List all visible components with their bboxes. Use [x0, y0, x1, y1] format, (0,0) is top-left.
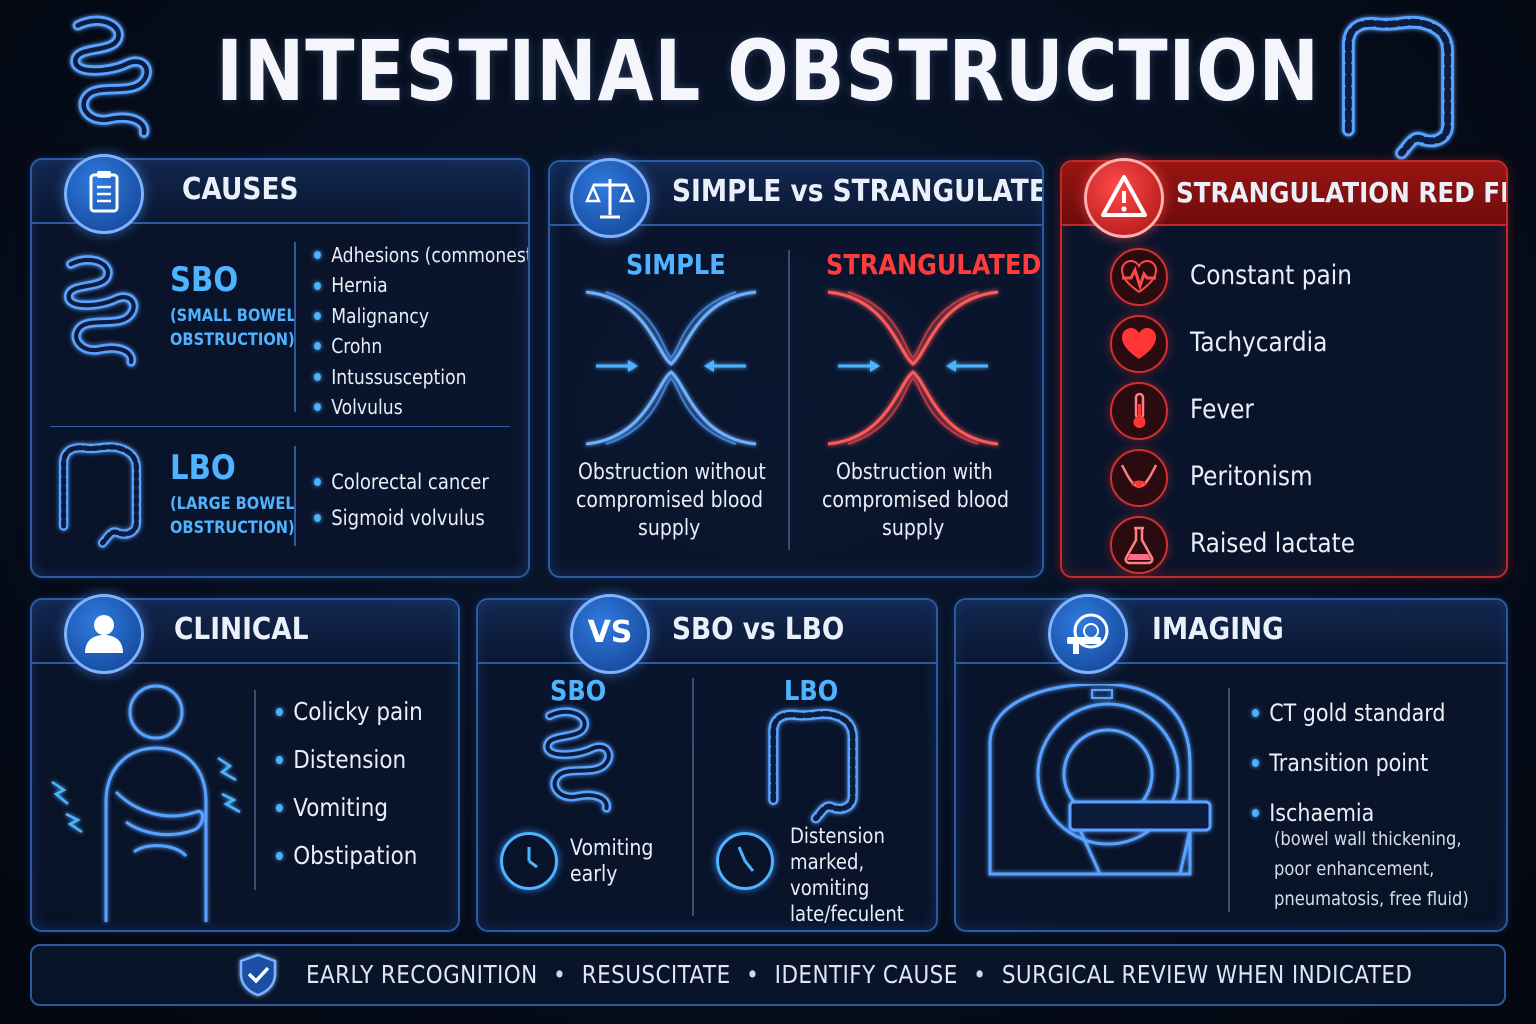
- causes-heading: CAUSES: [182, 172, 299, 207]
- lbo-line4: late/feculent: [790, 902, 904, 926]
- clinical-feature-item: Colicky pain: [276, 688, 423, 736]
- warning-triangle-icon: [1084, 158, 1164, 238]
- footer-separator: •: [746, 960, 760, 989]
- sbo-vs-lbo-heading: SBO vs LBO: [672, 612, 845, 647]
- sbo-vomiting-line2: early: [570, 862, 618, 887]
- simple-desc-line3: supply: [638, 516, 701, 541]
- strangulated-label: STRANGULATED: [826, 248, 1042, 281]
- footer-item: EARLY RECOGNITION: [306, 960, 538, 989]
- imaging-feature-item: CT gold standard: [1252, 688, 1445, 738]
- lbo-full-line1: (LARGE BOWEL: [170, 494, 295, 514]
- lbo-line1: Distension: [790, 824, 885, 848]
- imaging-heading: IMAGING: [1152, 612, 1284, 647]
- ct-scanner-illustration: [988, 684, 1212, 876]
- strangulated-obstruction-illustration: [827, 290, 999, 446]
- sbo-cause-item: Adhesions (commonest): [314, 240, 528, 270]
- flask-icon: [1110, 516, 1168, 574]
- ischaemia-detail-line1: (bowel wall thickening,: [1274, 828, 1462, 850]
- footer-separator: •: [973, 960, 987, 989]
- sbo-label: SBO: [170, 260, 239, 300]
- shield-check-icon: [236, 952, 280, 998]
- clinical-heading: CLINICAL: [174, 612, 309, 647]
- compare-sbo-label: SBO: [550, 674, 607, 707]
- lbo-label: LBO: [170, 448, 236, 488]
- sbo-cause-item: Hernia: [314, 270, 528, 300]
- lbo-cause-item: Sigmoid volvulus: [314, 500, 489, 536]
- lbo-cause-item: Colorectal cancer: [314, 464, 489, 500]
- red-flags-heading: STRANGULATION RED FLAGS: [1176, 176, 1506, 209]
- footer-message: EARLY RECOGNITION • RESUSCITATE • IDENTIFY C…: [306, 960, 1412, 989]
- small-bowel-illustration: [50, 250, 154, 374]
- lbo-line3: vomiting: [790, 876, 870, 900]
- scales-icon: [570, 158, 650, 238]
- person-icon: [64, 594, 144, 674]
- sbo-bowel-illustration: [514, 706, 644, 816]
- strangulated-desc-line1: Obstruction with: [836, 460, 993, 485]
- ischaemia-detail-line3: pneumatosis, free fluid): [1274, 888, 1469, 910]
- heart-icon: [1110, 315, 1168, 373]
- sbo-full-line1: (SMALL BOWEL: [170, 306, 296, 326]
- ischaemia-detail-line2: poor enhancement,: [1274, 858, 1435, 880]
- imaging-feature-item: Ischaemia: [1252, 788, 1445, 838]
- red-flag-label: Peritonism: [1190, 461, 1313, 492]
- simple-desc-line2: compromised blood: [576, 488, 763, 513]
- lbo-full-line2: OBSTRUCTION): [170, 518, 295, 538]
- pulse-icon: [1110, 248, 1168, 306]
- compare-lbo-label: LBO: [784, 674, 839, 707]
- sbo-vomiting-line1: Vomiting: [570, 836, 654, 861]
- sbo-full-line2: OBSTRUCTION): [170, 330, 295, 350]
- red-flag-label: Raised lactate: [1190, 528, 1355, 559]
- clock-icon: [716, 832, 774, 890]
- clinical-feature-item: Distension: [276, 736, 423, 784]
- small-intestine-illustration: [52, 14, 172, 142]
- strangulated-desc-line2: compromised blood: [822, 488, 1009, 513]
- red-flag-label: Constant pain: [1190, 260, 1352, 291]
- abdomen-icon: [1110, 449, 1168, 507]
- clinical-feature-item: Obstipation: [276, 832, 423, 880]
- clock-icon: [500, 832, 558, 890]
- simple-label: SIMPLE: [626, 248, 726, 281]
- strangulated-desc-line3: supply: [882, 516, 945, 541]
- sbo-cause-item: Crohn: [314, 331, 528, 361]
- footer-item: SURGICAL REVIEW WHEN INDICATED: [1001, 960, 1413, 989]
- patient-abdominal-pain-illustration: [51, 684, 241, 922]
- footer-item: IDENTIFY CAUSE: [774, 960, 958, 989]
- sbo-cause-item: Volvulus: [314, 392, 528, 422]
- page-title: INTESTINAL OBSTRUCTION: [216, 22, 1320, 120]
- large-intestine-illustration: [1318, 10, 1478, 160]
- thermometer-icon: [1110, 382, 1168, 440]
- simple-obstruction-illustration: [585, 290, 757, 446]
- footer-item: RESUSCITATE: [581, 960, 731, 989]
- imaging-feature-item: Transition point: [1252, 738, 1445, 788]
- clipboard-icon: [64, 154, 144, 234]
- red-flag-label: Fever: [1190, 394, 1254, 425]
- vs-badge: VS: [570, 594, 650, 674]
- sbo-cause-item: Malignancy: [314, 301, 528, 331]
- ct-scanner-icon: [1048, 594, 1128, 674]
- large-bowel-illustration: [46, 438, 154, 548]
- lbo-line2: marked,: [790, 850, 865, 874]
- simple-vs-strangulated-heading: SIMPLE vs STRANGULATED: [672, 174, 1044, 209]
- sbo-vs-lbo-panel: SBO vs LBO SBO LBO Vomiting early Disten…: [476, 598, 938, 932]
- red-flag-label: Tachycardia: [1190, 327, 1328, 358]
- clinical-feature-item: Vomiting: [276, 784, 423, 832]
- footer-separator: •: [553, 960, 567, 989]
- lbo-bowel-illustration: [732, 704, 894, 824]
- footer-bar: EARLY RECOGNITION • RESUSCITATE • IDENTIFY C…: [30, 944, 1506, 1006]
- sbo-cause-item: Intussusception: [314, 362, 528, 392]
- simple-desc-line1: Obstruction without: [578, 460, 766, 485]
